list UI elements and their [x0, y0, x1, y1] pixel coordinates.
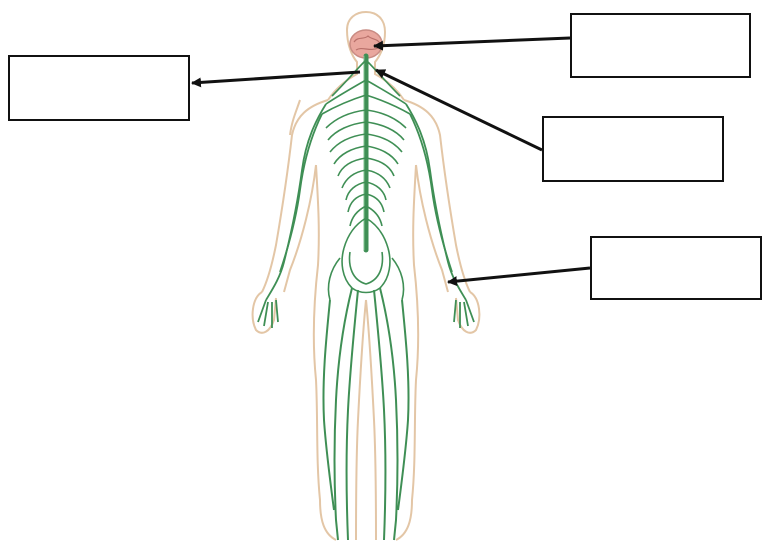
arrow-to-left-box	[192, 72, 360, 83]
pelvic-plexus	[328, 248, 403, 300]
label-box-peripheral-nerve[interactable]	[590, 236, 762, 300]
arrow-to-spinal-cord	[376, 70, 542, 150]
arrow-to-brain	[374, 38, 570, 46]
pointer-arrows	[192, 38, 590, 282]
leg-nerves	[323, 288, 408, 540]
arrow-to-peripheral-nerve	[448, 268, 590, 282]
label-box-left[interactable]	[8, 55, 190, 121]
spinal-cord	[364, 56, 366, 250]
label-box-brain[interactable]	[570, 13, 751, 78]
label-box-spinal-cord[interactable]	[542, 116, 724, 182]
